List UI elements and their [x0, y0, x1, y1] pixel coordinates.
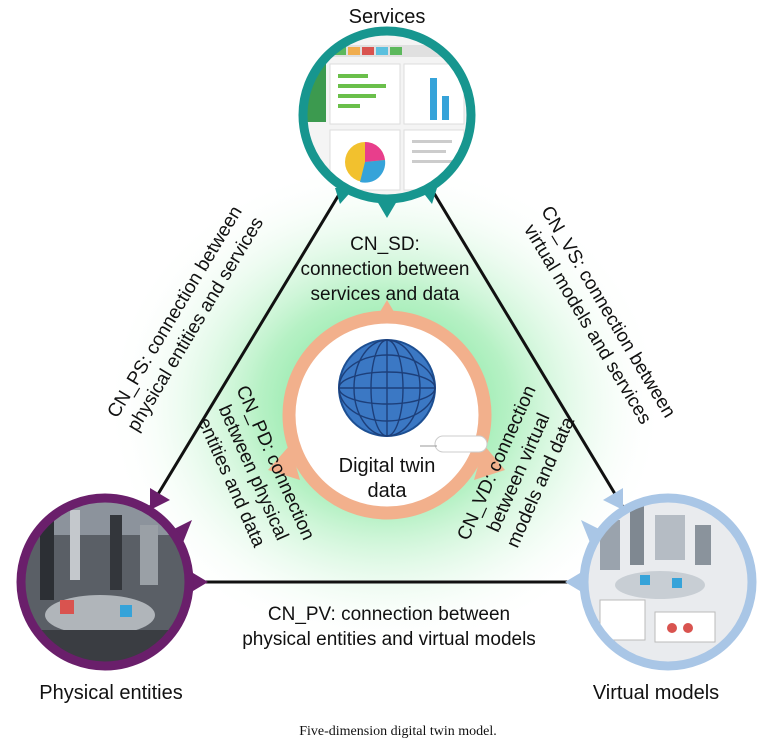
svg-text:services and data: services and data: [311, 284, 460, 305]
data-node: Digital twin data: [282, 310, 492, 520]
services-node: Services: [298, 6, 476, 204]
virtual-models-image: [586, 500, 750, 664]
edge-pd-label: CN_PD: connection between physical entit…: [193, 383, 318, 551]
globe-icon: [338, 339, 436, 437]
data-label-line2: data: [368, 480, 408, 502]
physical-arrow-diag: [172, 520, 192, 545]
data-label-line1: Digital twin: [339, 455, 436, 477]
svg-text:physical entities and virtual: physical entities and virtual models: [242, 629, 536, 650]
physical-node: Physical entities: [16, 493, 194, 704]
svg-text:CN_SD:: CN_SD:: [350, 234, 420, 255]
virtual-label: Virtual models: [593, 682, 719, 704]
edge-pv-label: CN_PV: connection between physical entit…: [242, 604, 536, 650]
edge-sd-label: CN_SD: connection between services and d…: [300, 234, 469, 305]
virtual-node: Virtual models: [579, 493, 757, 704]
physical-arrow-up: [150, 488, 170, 510]
services-label: Services: [349, 6, 426, 28]
virtual-arrow-up: [603, 488, 623, 510]
svg-text:CN_PV: connection between: CN_PV: connection between: [268, 604, 510, 625]
physical-label: Physical entities: [39, 682, 182, 704]
svg-text:connection between: connection between: [300, 259, 469, 280]
physical-entities-image: [23, 500, 187, 664]
figure-caption: Five-dimension digital twin model.: [299, 724, 497, 739]
virtual-arrow-diag: [581, 520, 601, 545]
globe-info-box: [434, 435, 488, 453]
services-dashboard-image: [305, 33, 469, 197]
